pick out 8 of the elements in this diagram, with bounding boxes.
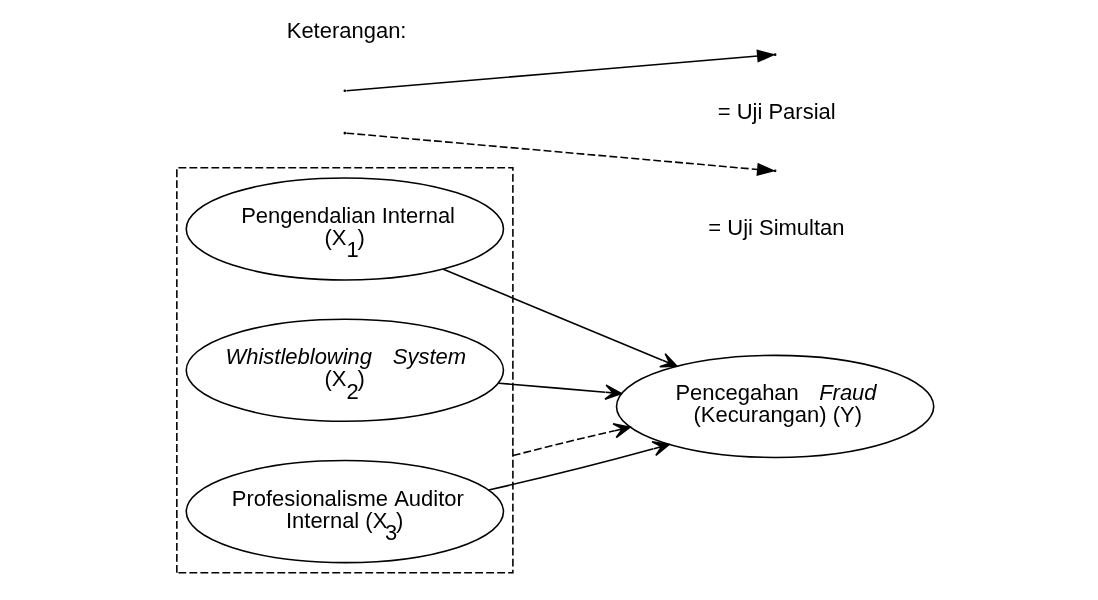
label: Keterangan: [286, 18, 407, 44]
arrow [487, 441, 670, 491]
arrow [512, 423, 631, 457]
cluster [176, 166, 514, 574]
arrow [442, 268, 678, 368]
legend-label: = Uji Parsial [717, 98, 836, 124]
legend-label: = Uji Simultan [708, 214, 845, 240]
arrow [498, 382, 622, 400]
